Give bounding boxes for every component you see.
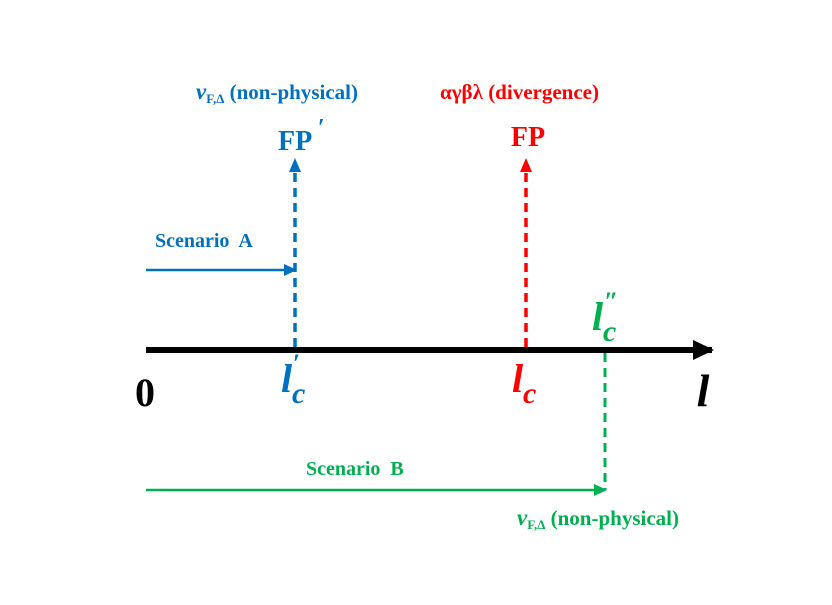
marker-lc: l c (512, 356, 536, 410)
scenario-a-label: Scenario A (155, 230, 253, 252)
origin-label: 0 (135, 370, 155, 415)
marker-lc-double-prime: l c ″ (592, 287, 618, 348)
lc-prime-base: l (281, 356, 293, 401)
fp-label: FP (511, 122, 545, 153)
red-top-text: (divergence) (483, 80, 599, 104)
main-axis-arrowhead (693, 340, 714, 360)
green-bottom-annotation: vF,Δ (non-physical) (517, 505, 679, 532)
lc-double-prime-base: l (592, 294, 604, 339)
fp-prime-label: FP ′ (278, 115, 325, 157)
lc-double-prime-subscript: c (603, 315, 616, 348)
scenario-a-arrowhead (284, 264, 297, 276)
blue-top-annotation: vF,Δ (non-physical) (196, 79, 358, 106)
red-arrowhead (520, 158, 532, 172)
lc-base: l (512, 356, 524, 401)
blue-top-sub: F,Δ (206, 91, 224, 106)
green-bottom-v: v (517, 505, 528, 530)
axis-label: l (697, 365, 710, 416)
fp-prime-text: FP (278, 126, 312, 157)
blue-top-v: v (196, 79, 207, 104)
lc-prime-subscript: c (292, 377, 305, 410)
marker-lc-prime: l c ′ (281, 349, 305, 410)
blue-top-text: (non-physical) (224, 80, 358, 104)
lc-double-prime-mark: ″ (604, 287, 618, 316)
green-bottom-sub: F,Δ (527, 517, 545, 532)
red-top-greek: αγβλ (440, 80, 484, 104)
scenario-b-arrowhead (594, 484, 607, 496)
fp-prime-mark: ′ (318, 115, 325, 141)
green-bottom-text: (non-physical) (545, 506, 679, 530)
lc-subscript: c (523, 377, 536, 410)
lc-prime-mark: ′ (293, 349, 300, 378)
red-top-annotation: αγβλ (divergence) (440, 80, 599, 104)
scenario-b-label: Scenario B (306, 458, 404, 480)
blue-arrowhead (289, 158, 301, 172)
